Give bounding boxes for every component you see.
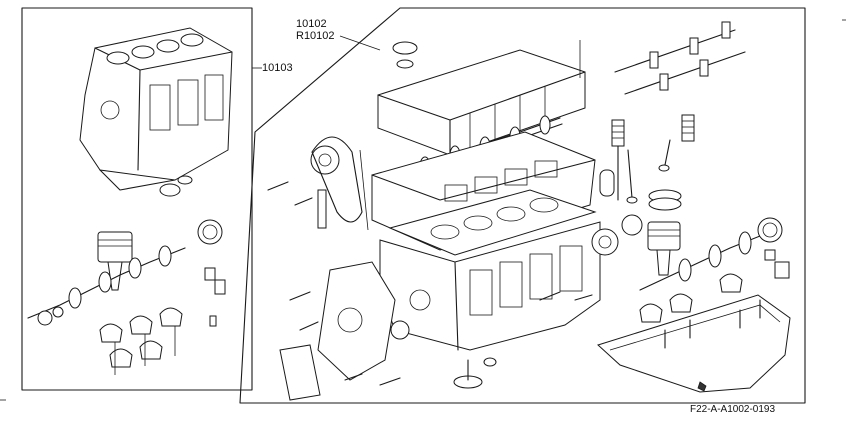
valve-springs-part — [611, 114, 695, 204]
right-bearing-caps — [639, 249, 790, 323]
callout-r10102: R10102 — [296, 30, 335, 42]
oil-strainer-part — [453, 357, 497, 389]
left-crankshaft-part — [27, 245, 186, 326]
left-piston-part — [97, 231, 133, 291]
figure-code: F22-A-A1002-0193 — [690, 404, 776, 415]
callout-10103: 10103 — [262, 62, 293, 74]
rocker-shaft-part — [614, 21, 746, 95]
left-small-parts — [159, 175, 226, 327]
bolts-part — [267, 181, 761, 386]
cylinder-block-part — [79, 27, 233, 191]
left-bearing-caps — [99, 307, 183, 375]
timing-chain-part — [310, 136, 369, 231]
long-block-frame — [239, 7, 806, 404]
short-block-frame — [21, 7, 262, 391]
right-crankshaft-part — [591, 214, 783, 291]
right-piston-part — [599, 169, 682, 276]
front-cover-part — [279, 261, 410, 401]
rocker-cover-part — [377, 40, 586, 156]
callout-10102: 10102 — [296, 18, 327, 30]
head-gasket-part — [388, 189, 597, 256]
long-block-body-part — [379, 221, 601, 351]
oil-pan-part — [597, 294, 791, 393]
